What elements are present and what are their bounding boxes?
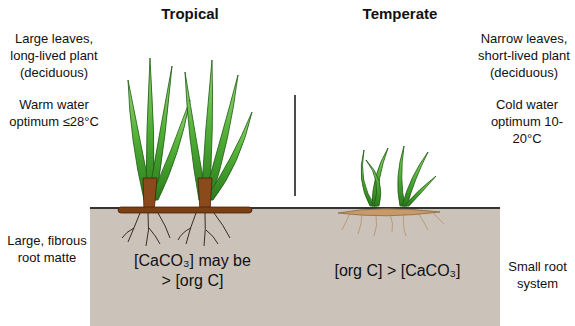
divider-line	[294, 95, 296, 196]
sediment-composition: [CaCO₃] may be > [org C]	[128, 251, 257, 291]
sediment-composition: [org C] > [CaCO₃]	[307, 261, 488, 281]
temperate-rhizome	[338, 209, 444, 236]
sediment-panel: [CaCO₃] may be > [org C]	[90, 209, 295, 326]
plant-note: Large leaves, long-lived plant (deciduou…	[2, 30, 106, 81]
tropical-rhizome	[118, 178, 252, 246]
panel-heading: Temperate	[340, 4, 460, 23]
temperate-leaves	[361, 146, 436, 206]
sediment	[90, 208, 500, 326]
root-note: Large, fibrous root matte	[6, 232, 88, 266]
panel-heading: Tropical	[130, 4, 250, 23]
temperature-note: Warm water optimum ≤28°C	[2, 96, 106, 130]
root-note: Small root system	[502, 258, 573, 292]
sediment-panel: [org C] > [CaCO₃]	[295, 209, 500, 326]
plant-note: Narrow leaves, short-lived plant (decidu…	[476, 30, 572, 81]
temperature-note: Cold water optimum 10-20°C	[482, 96, 572, 147]
